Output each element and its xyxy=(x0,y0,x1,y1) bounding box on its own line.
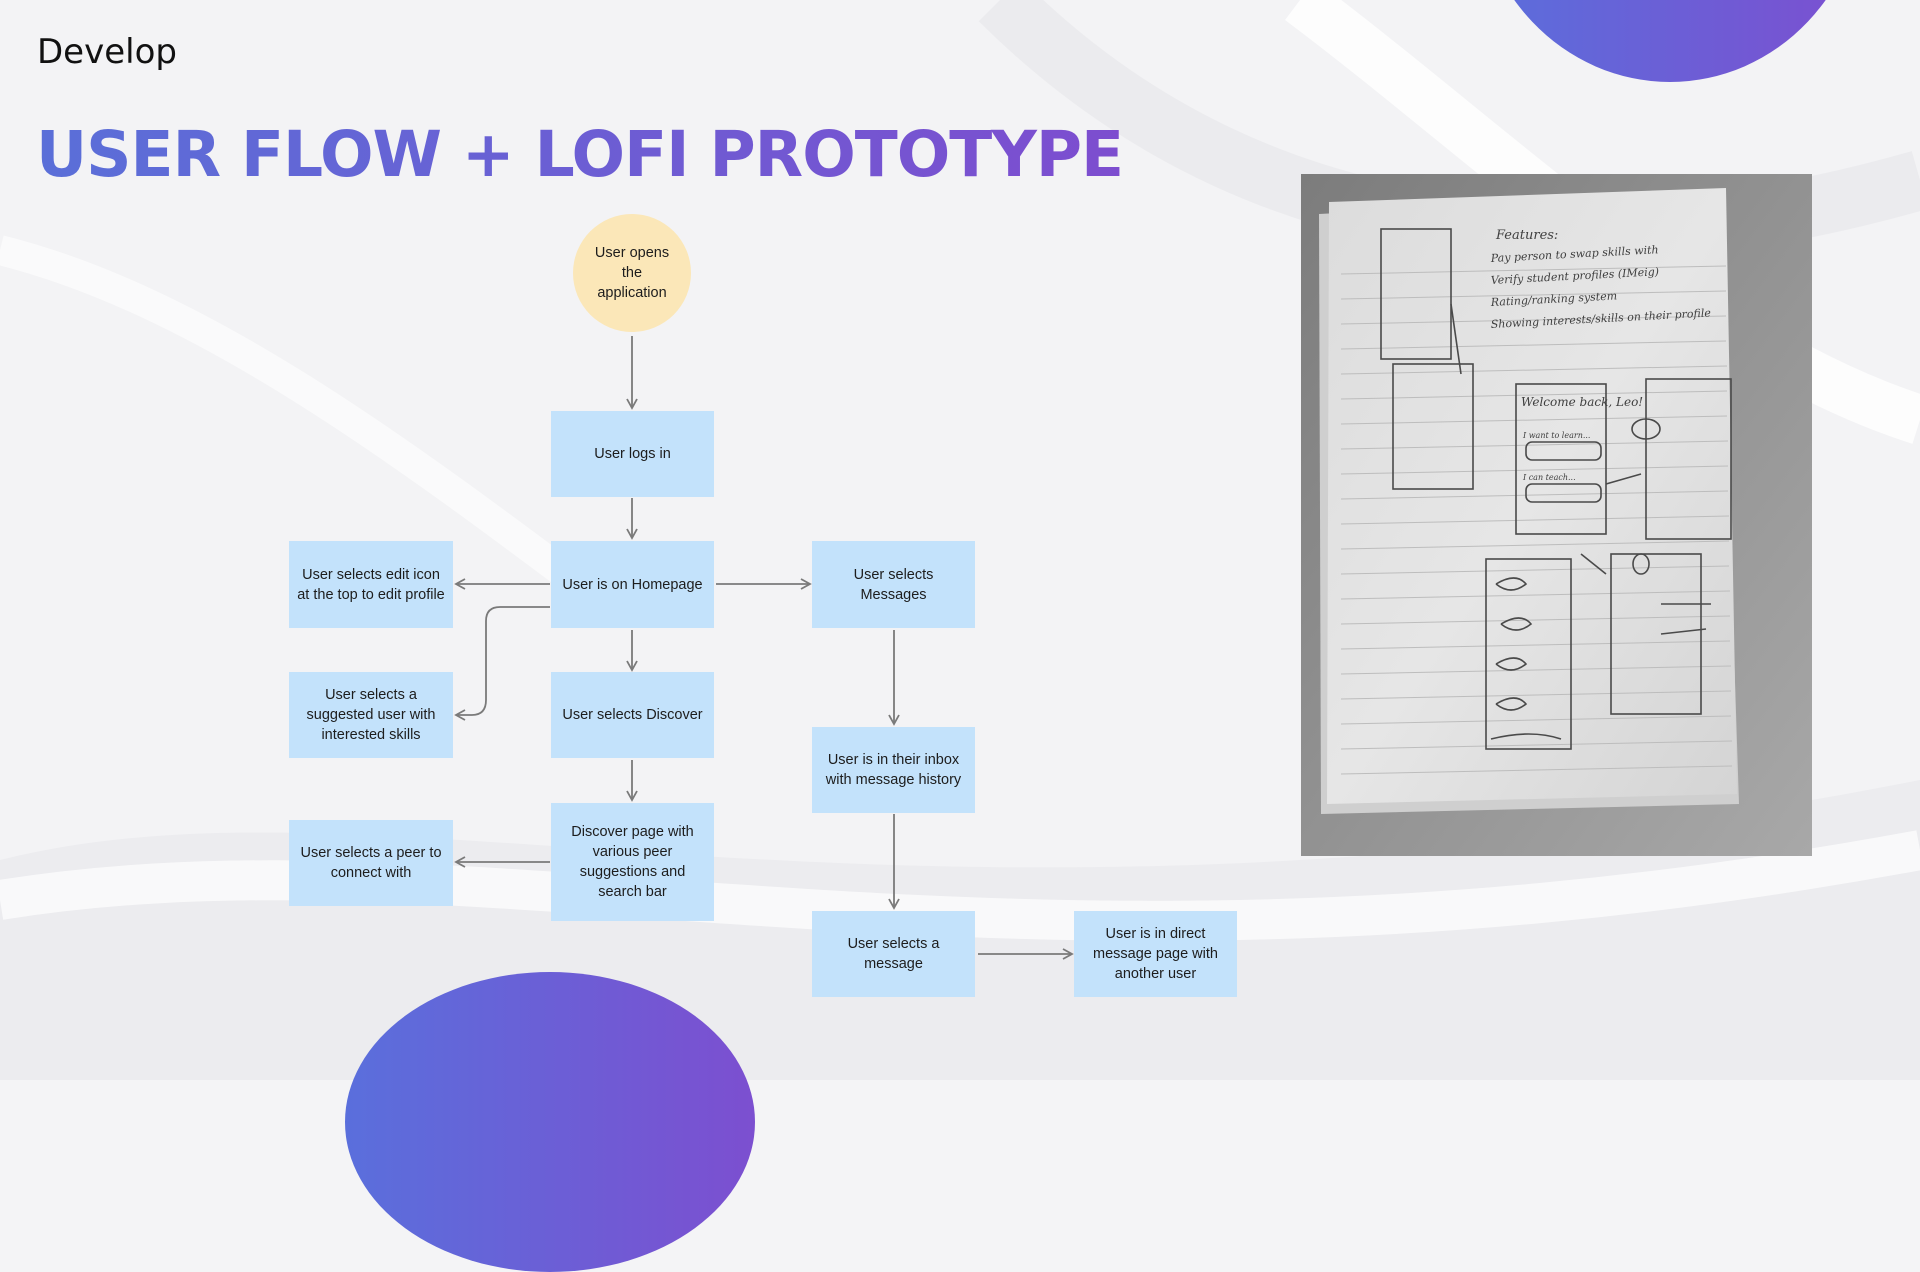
flow-node-discover: User selects Discover xyxy=(551,672,714,758)
flow-node-connect-peer: User selects a peer to connect with xyxy=(289,820,453,906)
sketch-welcome: Welcome back, Leo! xyxy=(1521,395,1643,409)
flow-node-select-message: User selects a message xyxy=(812,911,975,997)
sketch-features-heading: Features: xyxy=(1495,228,1558,243)
decorative-gradient-circle-bottom xyxy=(345,972,755,1272)
flow-node-suggested-user: User selects a suggested user with inter… xyxy=(289,672,453,758)
flow-node-homepage: User is on Homepage xyxy=(551,541,714,628)
flow-node-messages: User selects Messages xyxy=(812,541,975,628)
flow-node-edit-profile: User selects edit icon at the top to edi… xyxy=(289,541,453,628)
flow-node-direct-message: User is in direct message page with anot… xyxy=(1074,911,1237,997)
sketch-can: I can teach... xyxy=(1522,473,1576,482)
flow-node-login: User logs in xyxy=(551,411,714,497)
slide-title: USER FLOW + LOFI PROTOTYPE xyxy=(36,118,1124,191)
lofi-sketch-photo: Features: Pay person to swap skills with… xyxy=(1301,174,1812,856)
flow-node-inbox: User is in their inbox with message hist… xyxy=(812,727,975,813)
sketch-want: I want to learn... xyxy=(1522,431,1590,440)
flow-node-discover-page: Discover page with various peer suggesti… xyxy=(551,803,714,921)
section-label: Develop xyxy=(37,32,177,72)
flow-node-start: User opens the application xyxy=(573,214,691,332)
